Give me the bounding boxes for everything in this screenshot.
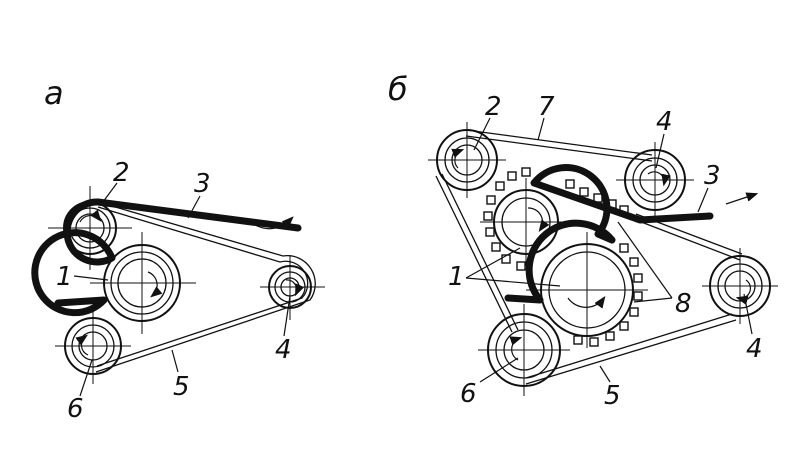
panel-a-labels: 1 2 3 4 5 6 (56, 158, 292, 424)
belt-5-panel-b (435, 173, 743, 385)
roller-4-right-panel-b (702, 248, 778, 324)
label-1: 1 (56, 262, 73, 292)
roller-2-panel-a (48, 186, 132, 270)
label-3: 3 (704, 161, 721, 191)
panel-b-labels: 1 2 3 4 4 5 6 7 8 (448, 92, 763, 411)
label-2: 2 (485, 92, 502, 122)
label-1: 1 (448, 262, 465, 292)
panel-b-title: б (388, 70, 408, 108)
panel-b: б (388, 70, 778, 411)
label-8: 8 (675, 289, 692, 319)
roller-6-panel-b (478, 304, 570, 396)
material-web-3-panel-a (31, 198, 302, 317)
label-6: 6 (67, 394, 84, 424)
label-2: 2 (113, 158, 130, 188)
drum-1-panel-a (90, 232, 196, 334)
panel-a: а (31, 74, 325, 424)
label-3: 3 (194, 169, 211, 199)
label-5: 5 (173, 372, 190, 402)
roller-6-panel-a (55, 308, 131, 384)
label-4: 4 (275, 335, 292, 365)
label-6: 6 (460, 379, 477, 409)
label-4-top: 4 (656, 107, 673, 137)
label-5: 5 (604, 381, 621, 411)
drum-lower-panel-b (526, 232, 648, 348)
roller-4-top-panel-b (616, 142, 694, 218)
roller-4-panel-a (260, 255, 325, 320)
label-7: 7 (538, 92, 555, 122)
label-4-right: 4 (746, 334, 763, 364)
roller-2-panel-b (428, 122, 506, 198)
material-web-3-panel-b (504, 164, 759, 304)
belt-7-panel-b (465, 129, 653, 162)
panel-a-title: а (44, 74, 64, 112)
